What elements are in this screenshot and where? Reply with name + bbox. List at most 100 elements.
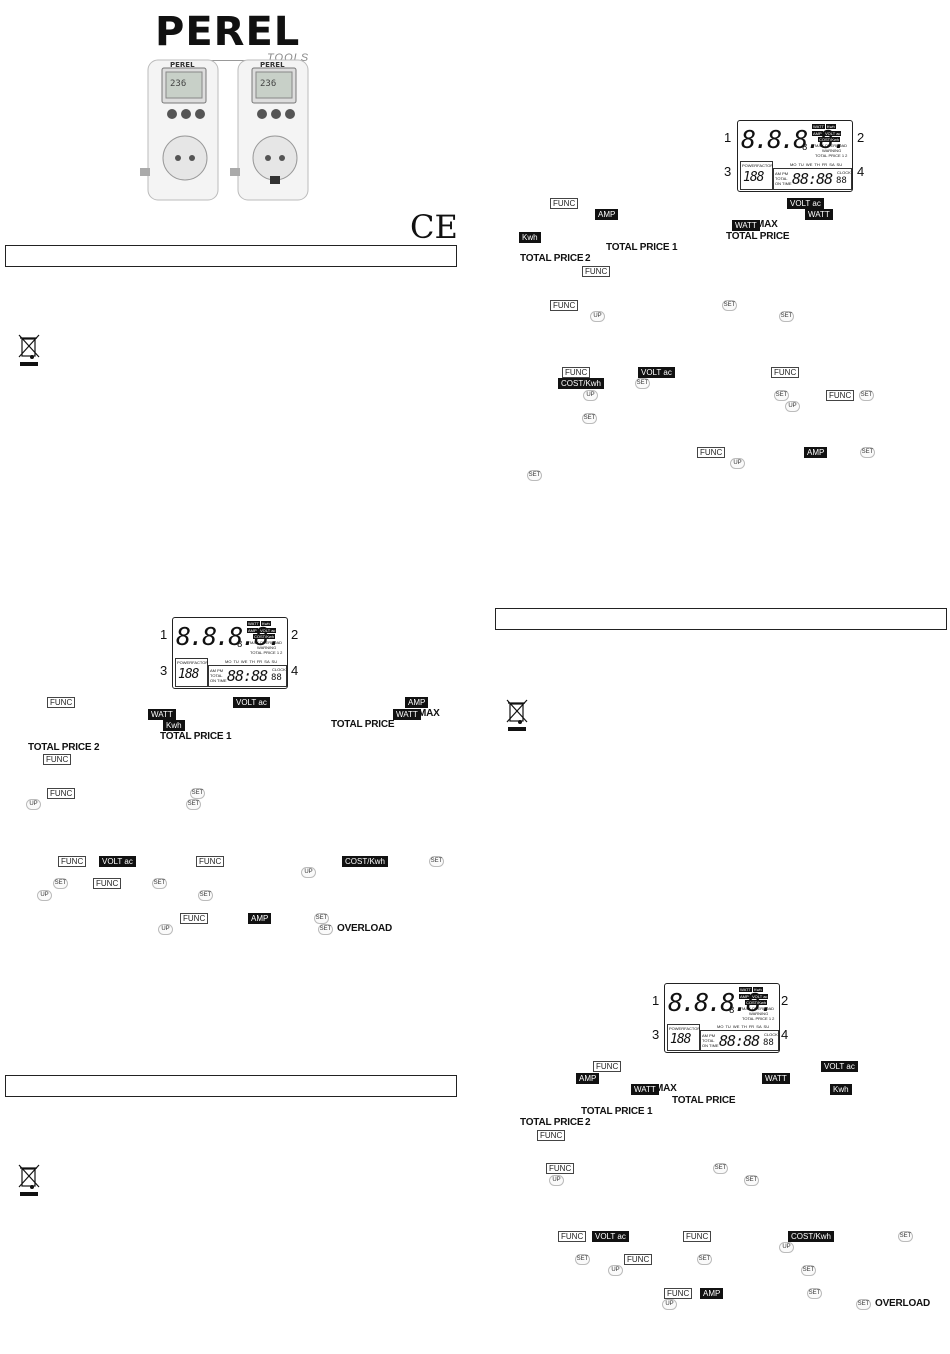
lcd-diagram: 1 2 3 4 8.8.8.8. 8 WATT Kwh AMP VOLT ac …	[650, 983, 795, 1055]
watt-indicator: WATT	[631, 1084, 659, 1095]
kwh-indicator: Kwh	[519, 232, 541, 243]
lcd-pf-digits: 188	[743, 170, 765, 185]
lcd-time-box: AM PM TOTAL ON TIME 88:88 CLOCK 88	[208, 665, 287, 687]
lcd-powerfactor: POWERFACTOR	[177, 660, 209, 665]
lcd-days: MO TU WE TH FR SA SU	[717, 1024, 770, 1029]
callout-4: 4	[291, 663, 299, 678]
func-key: FUNC	[550, 198, 579, 209]
callout-3: 3	[160, 663, 168, 678]
weee-bin-icon	[506, 699, 528, 731]
max-text: MAX	[756, 219, 778, 230]
lcd-total: TOTAL	[775, 176, 788, 181]
lcd-days: MO TU WE TH FR SA SU	[790, 162, 843, 167]
func-key: FUNC	[58, 856, 87, 867]
up-button-icon: UP	[158, 924, 173, 935]
set-button-icon: SET	[744, 1175, 759, 1186]
func-key: FUNC	[558, 1231, 587, 1242]
amp-indicator: AMP	[595, 209, 619, 220]
set-button-icon: SET	[582, 413, 597, 424]
max-text: MAX	[418, 708, 440, 719]
lcd-on-time: ON TIME	[775, 181, 792, 186]
lcd-powerfactor: POWERFACTOR	[669, 1026, 701, 1031]
func-key: FUNC	[43, 754, 72, 765]
set-button-icon: SET	[801, 1265, 816, 1276]
watt-indicator: WATT	[148, 709, 176, 720]
total-price-text: TOTAL PRICE	[726, 231, 790, 242]
lcd-total-price: TOTAL PRICE 1 2	[742, 1016, 775, 1021]
total-price-2-num: 2	[585, 1117, 591, 1128]
lcd-on-time: ON TIME	[210, 678, 227, 683]
lcd-kwh: Kwh	[826, 124, 836, 129]
lcd-watt: WATT	[739, 987, 752, 992]
watt-indicator: WATT	[732, 220, 760, 231]
callout-2: 2	[857, 130, 865, 145]
lcd-volt: VOLT ac	[751, 994, 769, 999]
lcd-days: MO TU WE TH FR SA SU	[225, 659, 278, 664]
lcd-frame: 8.8.8.8. 8 WATT Kwh AMP VOLT ac COST/Kwh…	[664, 983, 780, 1053]
func-key: FUNC	[47, 697, 76, 708]
total-price-2-num: 2	[585, 253, 591, 264]
svg-text:PEREL: PEREL	[260, 61, 285, 69]
lcd-warning: WARNING	[257, 645, 277, 650]
overload-text: OVERLOAD	[875, 1298, 931, 1309]
set-button-icon: SET	[807, 1288, 822, 1299]
lcd-pf-digits: 188	[670, 1032, 692, 1047]
set-button-icon: SET	[713, 1163, 728, 1174]
product-photo-left: 236 PEREL	[140, 59, 219, 201]
func-key: FUNC	[93, 878, 122, 889]
lcd-frame: 8.8.8.8. 8 WATT Kwh AMP VOLT ac COST/Kwh…	[737, 120, 853, 192]
section-header-box	[5, 245, 457, 267]
volt-indicator: VOLT ac	[638, 367, 675, 378]
section-header-box	[495, 608, 947, 630]
lcd-total: TOTAL	[702, 1038, 715, 1043]
svg-text:236: 236	[260, 79, 276, 89]
set-button-icon: SET	[152, 878, 167, 889]
lcd-frame: 8.8.8.8. 8 WATT Kwh AMP VOLT ac COST/Kwh…	[172, 617, 288, 689]
set-button-icon: SET	[429, 856, 444, 867]
total-price-1-text: TOTAL PRICE 1	[606, 242, 678, 253]
product-photo-right: 236 PEREL	[230, 59, 309, 201]
svg-text:236: 236	[170, 79, 186, 89]
func-key: FUNC	[180, 913, 209, 924]
lcd-time-box: AM PM TOTAL ON TIME 88:88 CLOCK 88	[700, 1030, 779, 1051]
weee-bin-icon	[18, 334, 40, 366]
set-button-icon: SET	[860, 447, 875, 458]
callout-3: 3	[652, 1027, 660, 1042]
lcd-clock: CLOCK	[272, 667, 286, 672]
lcd-on-time: ON TIME	[702, 1043, 719, 1048]
up-button-icon: UP	[26, 799, 41, 810]
logo-word: PEREL	[155, 9, 301, 55]
total-price-2-text: TOTAL PRICE	[28, 742, 92, 753]
lcd-small-digit: 8	[802, 143, 808, 153]
lcd-pf-box: POWERFACTOR 188	[175, 658, 208, 687]
lcd-powerfactor: POWERFACTOR	[742, 163, 774, 168]
callout-4: 4	[781, 1027, 789, 1042]
func-key: FUNC	[47, 788, 76, 799]
set-button-icon: SET	[697, 1254, 712, 1265]
func-key: FUNC	[537, 1130, 566, 1141]
lcd-small-digit: 8	[237, 640, 243, 650]
kwh-indicator: Kwh	[830, 1084, 852, 1095]
lcd-clock: CLOCK	[764, 1032, 778, 1037]
total-price-1-text: TOTAL PRICE 1	[581, 1106, 653, 1117]
up-button-icon: UP	[549, 1175, 564, 1186]
func-key: FUNC	[771, 367, 800, 378]
lcd-amp: AMP	[812, 131, 823, 136]
lcd-diagram: 1 2 3 4 8.8.8.8. 8 WATT Kwh AMP VOLT ac …	[722, 120, 867, 192]
set-button-icon: SET	[856, 1299, 871, 1310]
volt-indicator: VOLT ac	[99, 856, 136, 867]
weee-bin-icon	[18, 1164, 40, 1196]
lcd-amp: AMP	[247, 628, 258, 633]
callout-1: 1	[724, 130, 732, 145]
amp-indicator: AMP	[804, 447, 828, 458]
set-button-icon: SET	[186, 799, 201, 810]
func-key: FUNC	[562, 367, 591, 378]
callout-1: 1	[160, 627, 168, 642]
up-button-icon: UP	[583, 390, 598, 401]
func-key: FUNC	[196, 856, 225, 867]
svg-text:PEREL: PEREL	[170, 61, 195, 69]
watt-indicator: WATT	[393, 709, 421, 720]
total-price-2-num: 2	[94, 742, 100, 753]
total-price-2-text: TOTAL PRICE	[520, 1117, 584, 1128]
up-button-icon: UP	[730, 458, 745, 469]
